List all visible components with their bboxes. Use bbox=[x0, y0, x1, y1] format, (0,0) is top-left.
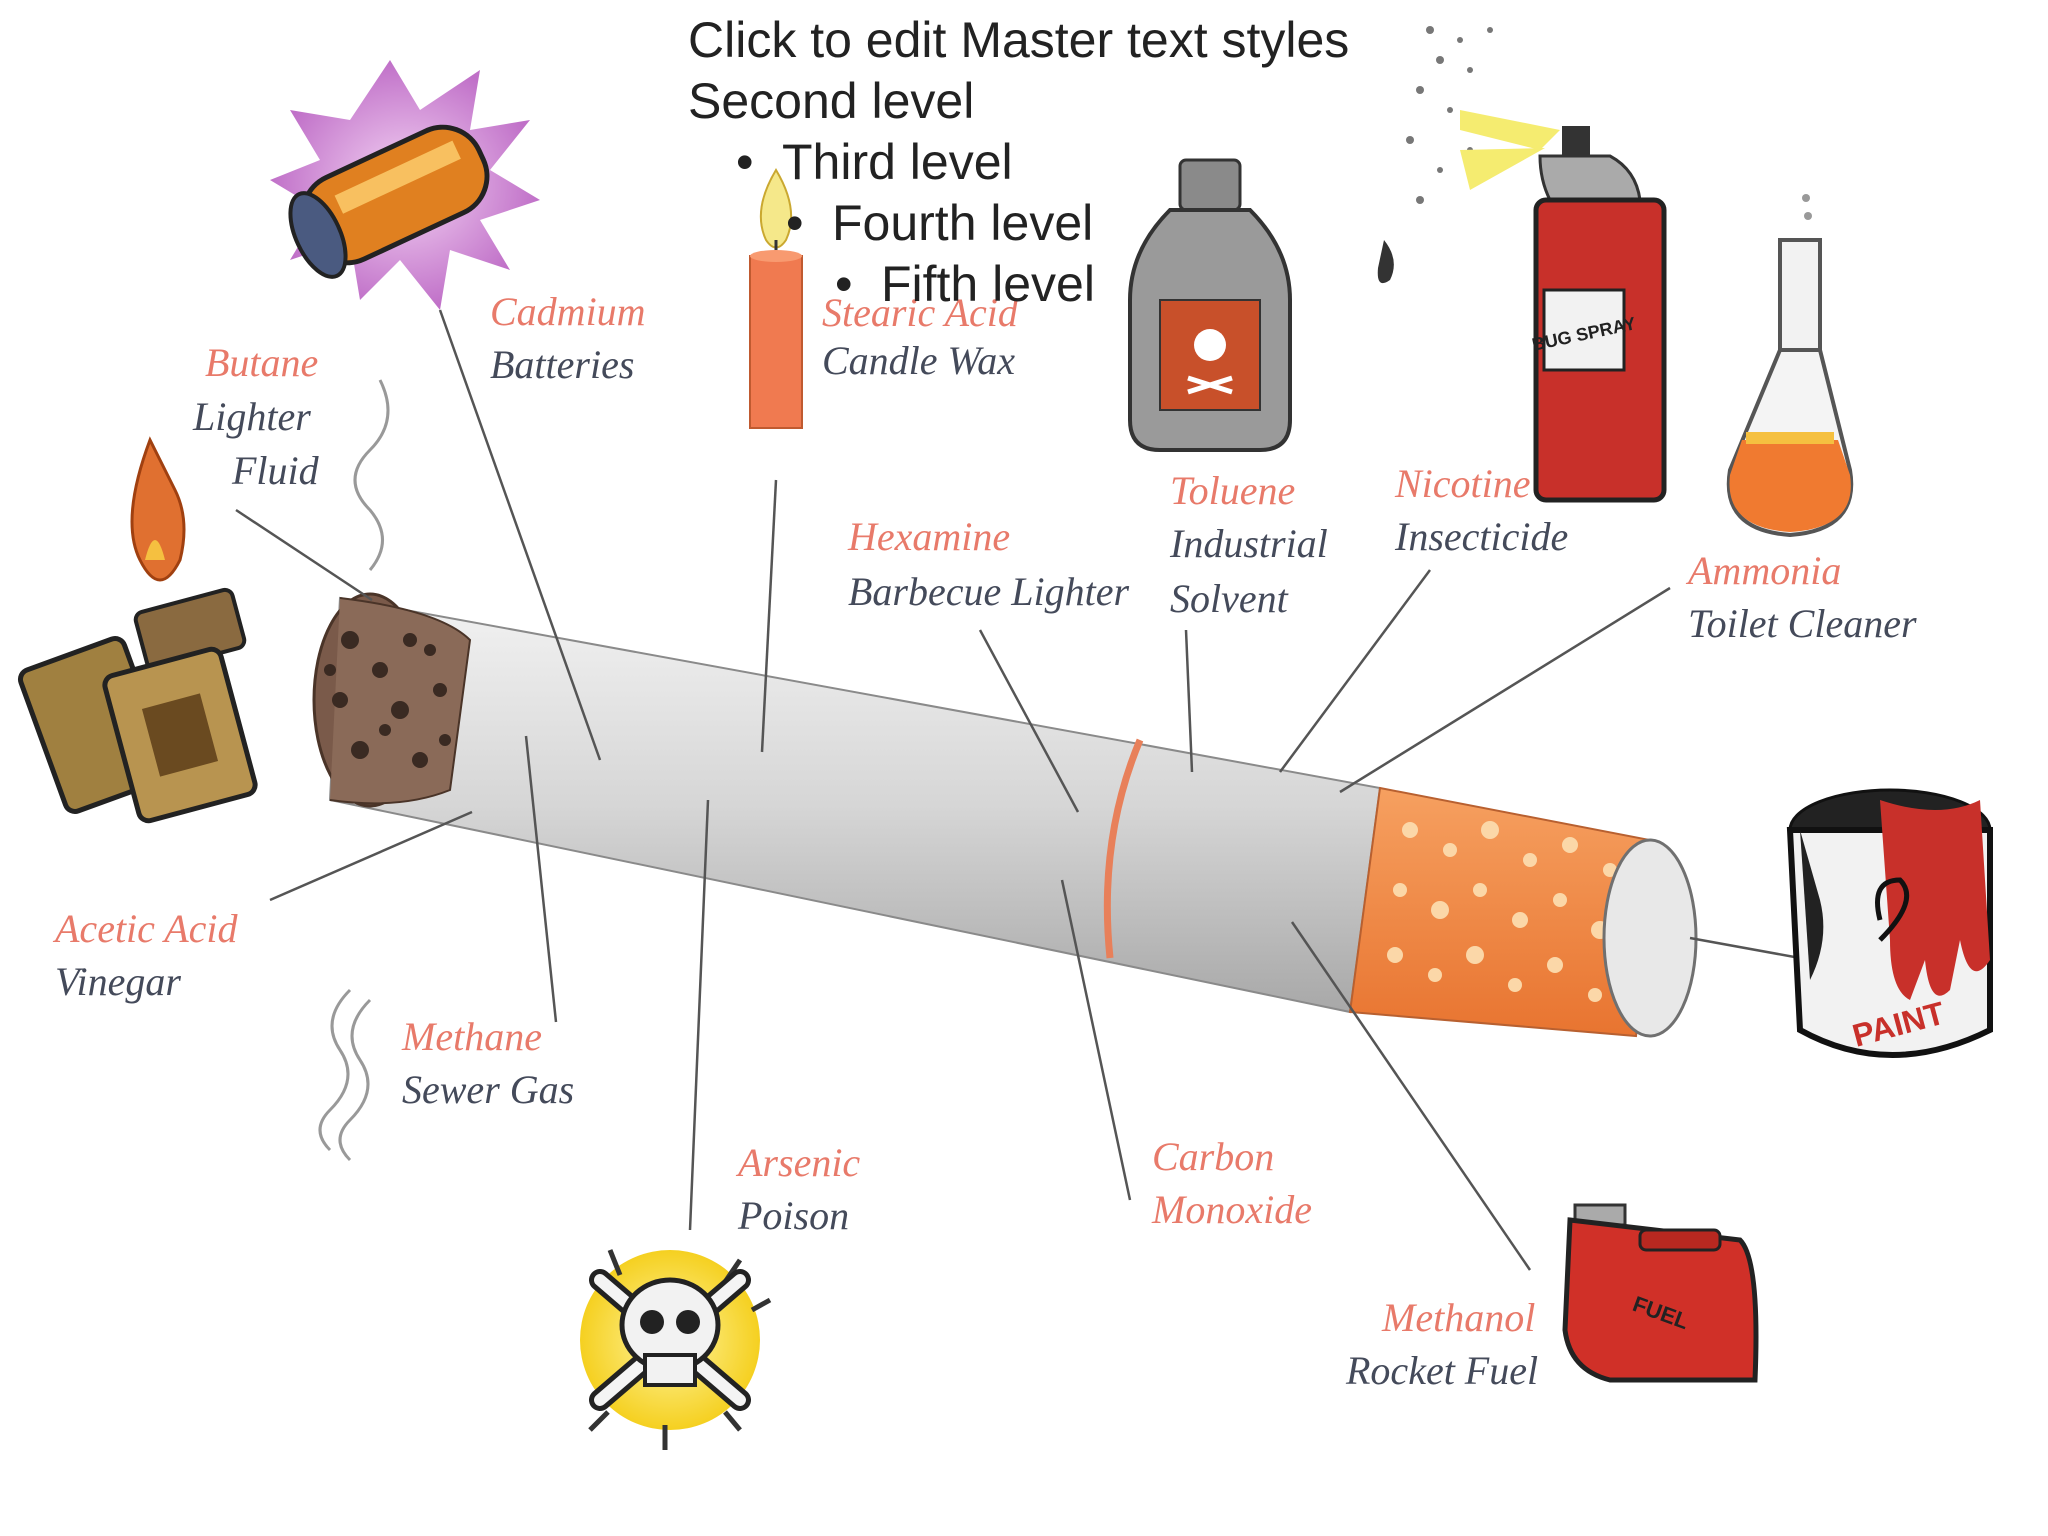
bullet-icon: • bbox=[736, 134, 754, 190]
cadmium-use: Batteries bbox=[490, 342, 634, 387]
text-level-4-row: • Fourth level bbox=[688, 193, 1349, 254]
text-level-2: Second level bbox=[688, 73, 975, 129]
cigarette-filter bbox=[1348, 786, 1662, 1038]
ammonia-use: Toilet Cleaner bbox=[1688, 601, 1917, 646]
text-level-5: Fifth level bbox=[881, 256, 1095, 312]
methane-chemical: Methane bbox=[401, 1014, 542, 1059]
label-methanol: Methanol Rocket Fuel bbox=[1345, 1295, 1538, 1393]
master-text-placeholder[interactable]: Click to edit Master text styles Second … bbox=[688, 10, 1349, 315]
methane-use: Sewer Gas bbox=[402, 1067, 574, 1112]
label-hexamine: Hexamine Barbecue Lighter bbox=[847, 514, 1129, 614]
leader-lines bbox=[235, 309, 1801, 1271]
label-ammonia: Ammonia Toilet Cleaner bbox=[1685, 548, 1917, 646]
toluene-use: Industrial bbox=[1169, 521, 1328, 566]
acetic-use: Vinegar bbox=[55, 959, 181, 1004]
cigarette-band bbox=[1103, 738, 1144, 959]
bullet-icon: • bbox=[835, 256, 853, 312]
butane-use-line2: Fluid bbox=[231, 448, 320, 493]
label-acetic-acid: Acetic Acid Vinegar bbox=[52, 906, 239, 1004]
stearic-chemical: Stearic Acid bbox=[822, 290, 1019, 335]
label-carbon-monoxide: Carbon Monoxide bbox=[1151, 1134, 1312, 1232]
paint-can-icon: PAINT bbox=[1786, 788, 1993, 1058]
carbon-chemical: Carbon bbox=[1152, 1134, 1274, 1179]
fuel-can-icon: FUEL bbox=[1562, 1203, 1759, 1383]
label-stearic-acid: Stearic Acid Candle Wax bbox=[822, 290, 1019, 383]
smoke-wisp-icon bbox=[353, 379, 390, 571]
toluene-bottle-icon bbox=[1128, 158, 1292, 452]
candle-icon bbox=[749, 168, 803, 429]
label-toluene: Toluene Industrial Solvent bbox=[1169, 468, 1328, 621]
label-butane: Butane Lighter Fluid bbox=[192, 340, 320, 493]
text-level-3: Third level bbox=[782, 134, 1013, 190]
arsenic-use: Poison bbox=[737, 1193, 849, 1238]
text-level-1: Click to edit Master text styles bbox=[688, 12, 1350, 68]
label-arsenic: Arsenic Poison bbox=[735, 1140, 860, 1238]
filter-end bbox=[1602, 838, 1698, 1038]
battery-icon bbox=[270, 60, 540, 310]
cigarette-paper bbox=[328, 596, 1382, 1014]
toluene-chemical: Toluene bbox=[1170, 468, 1295, 513]
arsenic-chemical: Arsenic bbox=[735, 1140, 860, 1185]
toluene-use-line2: Solvent bbox=[1170, 576, 1289, 621]
bug-spray-icon: BUG SPRAY bbox=[1377, 26, 1667, 503]
acetic-chemical: Acetic Acid bbox=[52, 906, 239, 951]
hexamine-use: Barbecue Lighter bbox=[848, 569, 1129, 614]
skull-crossbones-icon bbox=[580, 1249, 772, 1450]
label-nicotine: Nicotine Insecticide bbox=[1394, 461, 1568, 559]
stearic-use: Candle Wax bbox=[822, 338, 1015, 383]
methanol-use: Rocket Fuel bbox=[1345, 1348, 1538, 1393]
label-cadmium: Cadmium Batteries bbox=[490, 289, 646, 387]
text-level-3-row: • Third level bbox=[688, 132, 1349, 193]
butane-use: Lighter bbox=[192, 394, 311, 439]
methanol-chemical: Methanol bbox=[1381, 1295, 1535, 1340]
tobacco-texture bbox=[324, 631, 451, 768]
text-level-4: Fourth level bbox=[832, 195, 1094, 251]
bullet-icon: • bbox=[786, 195, 804, 251]
butane-chemical: Butane bbox=[205, 340, 318, 385]
cigarette bbox=[312, 592, 1698, 1038]
nicotine-chemical: Nicotine bbox=[1394, 461, 1531, 506]
flask-icon bbox=[1726, 194, 1854, 538]
ammonia-chemical: Ammonia bbox=[1685, 548, 1841, 593]
cadmium-chemical: Cadmium bbox=[490, 289, 646, 334]
nicotine-use: Insecticide bbox=[1394, 514, 1568, 559]
carbon-use: Monoxide bbox=[1151, 1187, 1312, 1232]
lighter-icon bbox=[17, 436, 258, 824]
hexamine-chemical: Hexamine bbox=[847, 514, 1010, 559]
methane-wavy-icon bbox=[318, 988, 372, 1162]
label-methane: Methane Sewer Gas bbox=[401, 1014, 574, 1112]
text-level-5-row: • Fifth level bbox=[688, 254, 1349, 315]
